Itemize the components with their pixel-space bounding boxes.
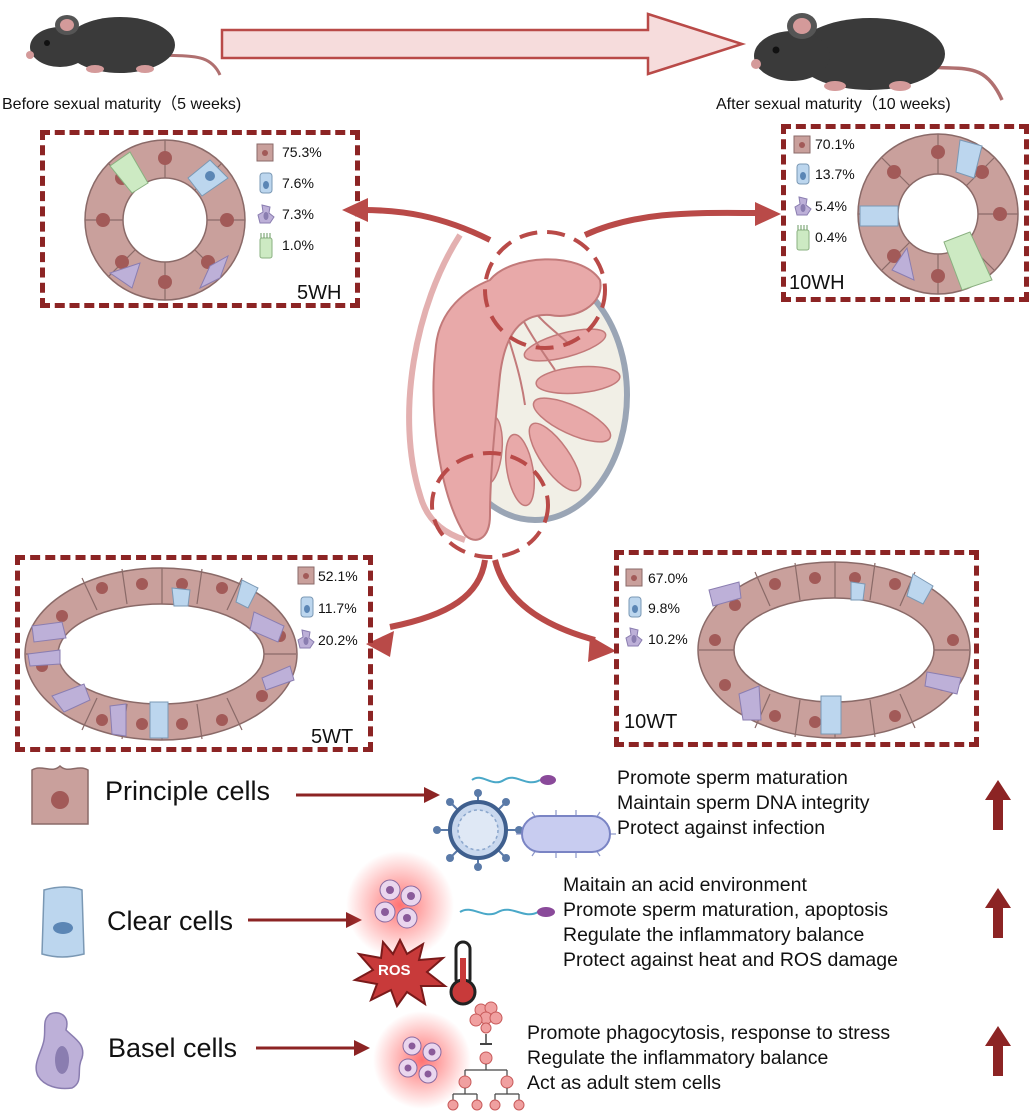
principle-cell-icon [625, 568, 643, 587]
clear-cell-icon [300, 596, 314, 618]
clear-cell-icon [796, 163, 810, 185]
thermometer-icon [449, 940, 477, 1006]
pct-10wh-clear: 13.7% [815, 166, 855, 182]
ciliated-cell-icon [259, 233, 273, 259]
principle-cells-label: Principle cells [105, 776, 271, 806]
principle-function-1: Promote sperm maturation [617, 767, 848, 789]
clear-function-2: Promote sperm maturation, apoptosis [563, 899, 889, 921]
clear-functions: Maitain an acid environment Promote sper… [563, 873, 898, 973]
pct-10wh-ciliated: 0.4% [815, 229, 847, 245]
principle-cell-icon [793, 135, 811, 154]
label-5wt: 5WT [311, 726, 354, 748]
principle-function-2: Maintain sperm DNA integrity [617, 792, 870, 814]
bacterium-icon [516, 810, 616, 858]
clear-function-1: Maitain an acid environment [563, 874, 807, 896]
tubule-5wh [84, 139, 246, 301]
box-10wt [614, 550, 979, 747]
principle-pointer-arrow [296, 787, 440, 803]
principle-cell-icon [256, 143, 274, 162]
pct-5wt-clear: 11.7% [318, 600, 357, 616]
clear-cell-icon [628, 596, 642, 618]
clear-cell-icon [259, 172, 273, 194]
clear-function-4: Protect against heat and ROS damage [563, 949, 898, 971]
pct-5wh-clear: 7.6% [282, 175, 314, 191]
basal-cell-icon [625, 627, 643, 647]
basal-cell-legend-icon [35, 1012, 84, 1090]
box-5wh [40, 130, 360, 308]
adult-mouse-icon [751, 13, 1004, 101]
principle-cell-icon [297, 566, 315, 585]
virus-icon [433, 789, 523, 871]
sperm-icon [459, 907, 555, 917]
pct-5wt-principle: 52.1% [318, 568, 358, 584]
label-5wh: 5WH [297, 282, 342, 304]
principle-functions: Promote sperm maturation Maintain sperm … [617, 766, 870, 841]
pct-5wh-basal: 7.3% [282, 206, 314, 222]
label-10wh: 10WH [789, 272, 845, 294]
immune-cells-cluster-icon [373, 1011, 471, 1109]
arrow-to-10wt [588, 636, 616, 662]
clear-cells-label: Clear cells [107, 906, 234, 936]
box-5wt [15, 555, 373, 752]
basal-pointer-arrow [256, 1040, 370, 1056]
up-arrow-icon [985, 1026, 1011, 1076]
sperm-icon [471, 775, 556, 785]
arrow-to-5wt [366, 631, 394, 657]
principle-cell-legend-icon [31, 764, 89, 825]
tubule-10wt [697, 561, 971, 739]
maturation-arrow [220, 12, 747, 76]
epididymis-testis-illustration [342, 198, 761, 643]
basal-cell-icon [794, 196, 812, 216]
pct-5wh-principle: 75.3% [282, 144, 322, 160]
basal-cell-icon [297, 629, 315, 649]
pct-10wt-clear: 9.8% [648, 600, 680, 616]
up-arrow-icon [985, 780, 1011, 830]
basal-function-2: Regulate the inflammatory balance [527, 1047, 829, 1069]
ros-label: ROS [378, 962, 411, 979]
basal-cells-label: Basel cells [108, 1033, 238, 1063]
basal-cell-icon [257, 204, 275, 224]
before-maturity-label: Before sexual maturity（5 weeks) [2, 96, 242, 113]
after-maturity-label: After sexual maturity（10 weeks) [716, 96, 951, 113]
clear-function-3: Regulate the inflammatory balance [563, 924, 865, 946]
tubule-10wh [857, 133, 1019, 295]
tubule-5wt [24, 567, 298, 741]
immune-cells-cluster-icon [346, 851, 454, 959]
basal-function-3: Act as adult stem cells [527, 1072, 721, 1094]
clear-cell-legend-icon [41, 886, 85, 958]
box-10wh [781, 124, 1029, 302]
pct-5wh-ciliated: 1.0% [282, 237, 314, 253]
basal-functions: Promote phagocytosis, response to stress… [527, 1021, 890, 1096]
principle-function-3: Protect against infection [617, 817, 826, 839]
arrow-to-10wh [755, 202, 781, 226]
pct-10wt-basal: 10.2% [648, 631, 688, 647]
pct-10wh-principle: 70.1% [815, 136, 855, 152]
up-arrow-icon [985, 888, 1011, 938]
stem-cell-lineage-icon [447, 1001, 525, 1111]
label-10wt: 10WT [624, 711, 678, 733]
young-mouse-icon [26, 15, 222, 76]
ros-burst-icon [352, 937, 448, 1009]
ciliated-cell-icon [796, 225, 810, 251]
pct-10wh-basal: 5.4% [815, 198, 847, 214]
pct-10wt-principle: 67.0% [648, 570, 688, 586]
pct-5wt-basal: 20.2% [318, 632, 358, 648]
basal-function-1: Promote phagocytosis, response to stress [527, 1022, 891, 1044]
